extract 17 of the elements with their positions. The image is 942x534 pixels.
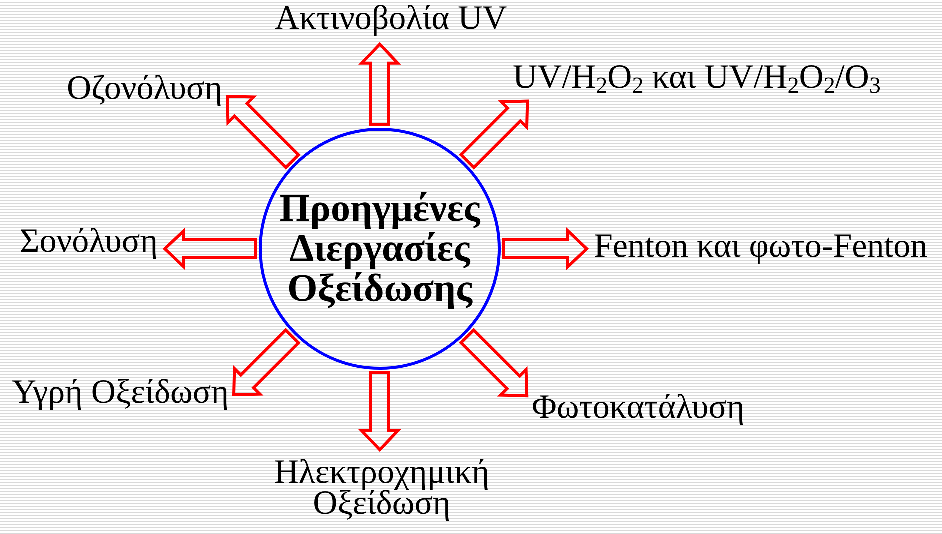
process-label: Οζονόλυση xyxy=(67,70,223,108)
block-arrow xyxy=(358,42,402,126)
block-arrow xyxy=(226,94,301,170)
process-label: Σονόλυση xyxy=(20,223,158,260)
block-arrow xyxy=(162,228,258,270)
block-arrow xyxy=(232,328,301,397)
process-label: Υγρή Οξείδωση xyxy=(12,374,230,412)
process-circle: Προηγμένες Διεργασίες Οξείδωσης xyxy=(259,128,501,370)
block-arrow xyxy=(459,100,530,170)
block-arrow xyxy=(358,372,402,452)
process-label: Ηλεκτροχημική Οξείδωση xyxy=(262,457,502,519)
process-label: Φωτοκατάλυση xyxy=(532,389,745,426)
process-label: Ακτινοβολία UV xyxy=(275,0,508,38)
block-arrow xyxy=(459,328,529,398)
block-arrow xyxy=(502,228,590,270)
process-label: UV/H$_{2}$O$_{2}$ και UV/H$_{2}$O$_{2}$/O$_{3}$ xyxy=(513,59,881,96)
process-label: Fenton και φωτο-Fenton xyxy=(594,228,928,266)
